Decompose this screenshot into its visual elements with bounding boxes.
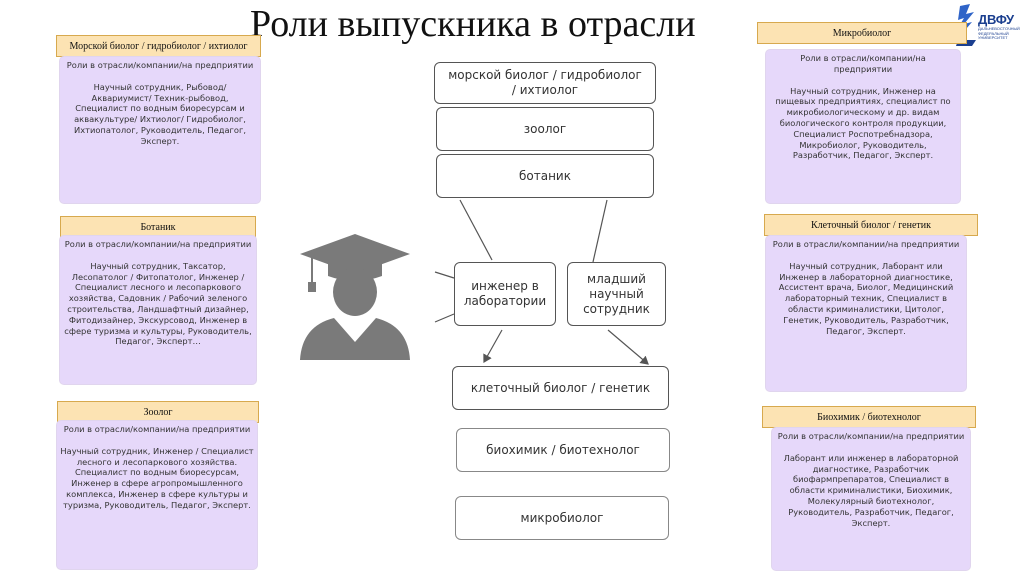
logo-name: ДВФУ — [978, 12, 1014, 27]
connector-arrow — [483, 329, 503, 364]
connector-line — [459, 199, 493, 261]
node-zoologist: зоолог — [436, 107, 654, 151]
panel-roles: Научный сотрудник, Инженер на пищевых пр… — [775, 85, 951, 161]
connector-arrow — [607, 329, 649, 365]
node-biochem: биохимик / биотехнолог — [456, 428, 670, 472]
node-cell: клеточный биолог / генетик — [452, 366, 669, 410]
panel-card: Роли в отрасли/компании/на предприятии Н… — [766, 236, 966, 391]
panel-roles: Научный сотрудник, Рыбовод/ Аквариумист/… — [74, 81, 246, 146]
panel-roles: Научный сотрудник, Таксатор, Лесопатолог… — [64, 260, 252, 347]
panel-card: Роли в отрасли/компании/на предприятии Н… — [766, 50, 960, 203]
panel-card: Роли в отрасли/компании/на предприятии Н… — [60, 236, 256, 384]
panel-card: Роли в отрасли/компании/на предприятии Н… — [60, 57, 260, 203]
panel-subtitle: Роли в отрасли/компании/на предприятии — [63, 424, 251, 434]
panel-header: Клеточный биолог / генетик — [764, 214, 978, 236]
panel-roles: Научный сотрудник, Инженер / Специалист … — [60, 445, 254, 510]
node-lab-engineer: инженер в лаборатории — [454, 262, 556, 326]
node-botanist: ботаник — [436, 154, 654, 198]
panel-subtitle: Роли в отрасли/компании/на предприятии — [66, 60, 254, 70]
panel-header: Микробиолог — [757, 22, 967, 44]
page-title: Роли выпускника в отрасли — [250, 3, 696, 45]
panel-subtitle: Роли в отрасли/компании/на предприятии — [64, 239, 252, 249]
node-junior-researcher: младший научный сотрудник — [567, 262, 666, 326]
connector-line — [434, 271, 455, 279]
connector-line — [592, 199, 608, 263]
panel-subtitle: Роли в отрасли/компании/на предприятии — [772, 239, 960, 249]
panel-roles: Научный сотрудник, Лаборант или Инженер … — [778, 260, 954, 336]
node-microbiologist: микробиолог — [455, 496, 669, 540]
node-marine: морской биолог / гидробиолог / ихтиолог — [434, 62, 656, 104]
connector-line — [434, 313, 455, 323]
panel-card: Роли в отрасли/компании/на предприятии Н… — [57, 421, 257, 569]
graduate-icon — [300, 234, 410, 360]
panel-card: Роли в отрасли/компании/на предприятии Л… — [772, 428, 970, 570]
logo-subtitle: ДАЛЬНЕВОСТОЧНЫЙ ФЕДЕРАЛЬНЫЙ УНИВЕРСИТЕТ — [978, 26, 1020, 40]
panel-header: Биохимик / биотехнолог — [762, 406, 976, 428]
panel-subtitle: Роли в отрасли/компании/на предприятии — [800, 53, 926, 74]
panel-roles: Лаборант или инженер в лабораторной диаг… — [783, 452, 959, 528]
panel-header: Морской биолог / гидробиолог / ихтиолог — [56, 35, 261, 57]
panel-subtitle: Роли в отрасли/компании/на предприятии — [777, 431, 965, 441]
